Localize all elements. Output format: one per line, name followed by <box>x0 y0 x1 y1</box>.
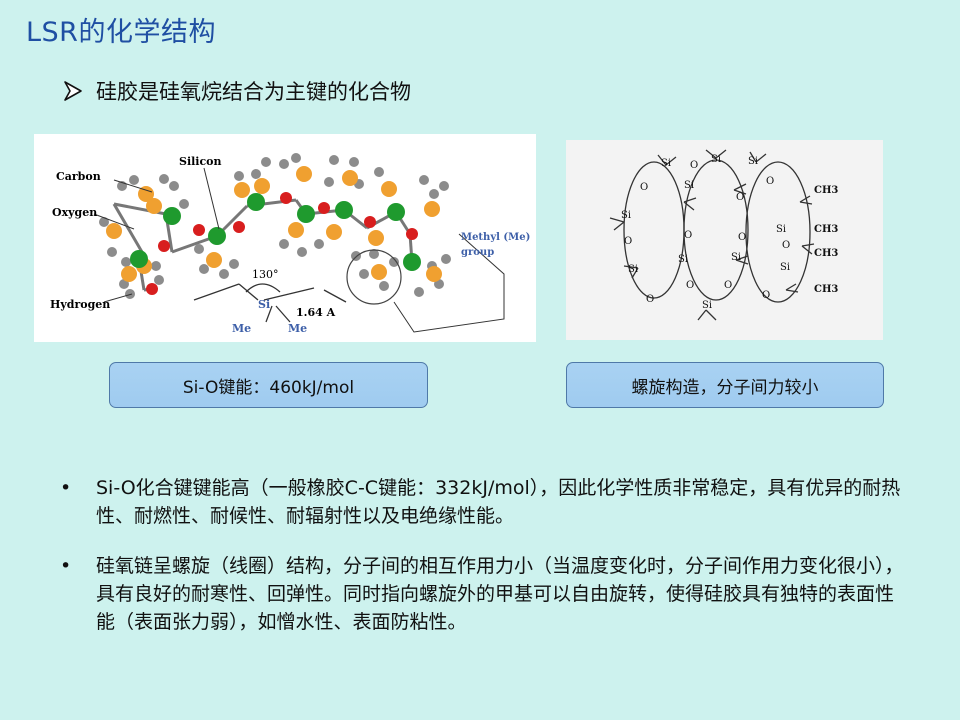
helix-ch3-label: CH3 <box>814 185 838 196</box>
main-point-text: 硅胶是硅氧烷结合为主键的化合物 <box>96 80 411 104</box>
slide-title: LSR的化学结构 <box>26 17 216 48</box>
carbon-label: Carbon <box>56 170 101 183</box>
helix-si-label: Si <box>702 300 712 311</box>
molecule-figure: Carbon Silicon Oxygen Hydrogen Methyl (M… <box>34 134 536 342</box>
helix-o-label: O <box>684 230 692 241</box>
me-label-1: Me <box>232 322 251 335</box>
arrow-bullet-icon <box>64 81 82 101</box>
bullet-item: • 硅氧链呈螺旋（线圈）结构，分子间的相互作用力小（当温度变化时，分子间作用力变… <box>60 552 910 636</box>
molecule-ball-stick-diagram: Carbon Silicon Oxygen Hydrogen Methyl (M… <box>50 153 530 335</box>
oxygen-label: Oxygen <box>52 206 97 219</box>
helix-ch3-label: CH3 <box>814 224 838 235</box>
helix-si-label: Si <box>711 154 721 165</box>
helix-structure-caption: 螺旋构造，分子间力较小 <box>566 362 884 408</box>
helix-si-label: Si <box>780 262 790 273</box>
helix-o-label: O <box>766 176 774 187</box>
bullet-item: • Si-O化合键键能高（一般橡胶C-C键能：332kJ/mol），因此化学性质… <box>60 474 910 530</box>
bullet-text: Si-O化合键键能高（一般橡胶C-C键能：332kJ/mol），因此化学性质非常… <box>96 477 901 527</box>
helix-si-label: Si <box>776 224 786 235</box>
helix-o-label: O <box>762 290 770 301</box>
methyl-label-line2: group <box>461 247 494 258</box>
helix-si-label: Si <box>621 210 631 221</box>
bond-length-label: 1.64 A <box>296 306 336 319</box>
helix-o-label: O <box>646 294 654 305</box>
si-o-bond-energy-caption: Si-O键能：460kJ/mol <box>109 362 428 408</box>
helix-si-label: Si <box>731 252 741 263</box>
methyl-label-line1: Methyl (Me) <box>461 232 530 243</box>
helix-o-label: O <box>782 240 790 251</box>
helix-o-label: O <box>624 236 632 247</box>
angle-label: 130° <box>252 268 279 281</box>
bullet-list: • Si-O化合键键能高（一般橡胶C-C键能：332kJ/mol），因此化学性质… <box>60 474 910 658</box>
siloxane-helix-diagram: Si Si Si Si Si Si Si Si Si Si Si O O O O… <box>609 149 838 321</box>
hydrogen-label: Hydrogen <box>50 298 110 311</box>
me-label-2: Me <box>288 322 307 335</box>
helix-o-label: O <box>736 192 744 203</box>
helix-si-label: Si <box>678 254 688 265</box>
helix-si-label: Si <box>628 264 638 275</box>
helix-si-label: Si <box>684 180 694 191</box>
helix-o-label: O <box>738 232 746 243</box>
helix-ch3-label: CH3 <box>814 248 838 259</box>
helix-o-label: O <box>724 280 732 291</box>
helix-o-label: O <box>640 182 648 193</box>
helix-ch3-label: CH3 <box>814 284 838 295</box>
helix-o-label: O <box>690 160 698 171</box>
helix-o-label: O <box>686 280 694 291</box>
main-point: 硅胶是硅氧烷结合为主键的化合物 <box>62 76 411 106</box>
si-label: Si <box>258 298 270 311</box>
bullet-marker: • <box>60 555 72 577</box>
helix-figure: Si Si Si Si Si Si Si Si Si Si Si O O O O… <box>566 140 883 340</box>
bullet-marker: • <box>60 477 72 499</box>
silicon-label: Silicon <box>179 155 222 168</box>
helix-si-label: Si <box>748 156 758 167</box>
helix-si-label: Si <box>661 158 671 169</box>
bullet-text: 硅氧链呈螺旋（线圈）结构，分子间的相互作用力小（当温度变化时，分子间作用力变化很… <box>96 555 904 633</box>
